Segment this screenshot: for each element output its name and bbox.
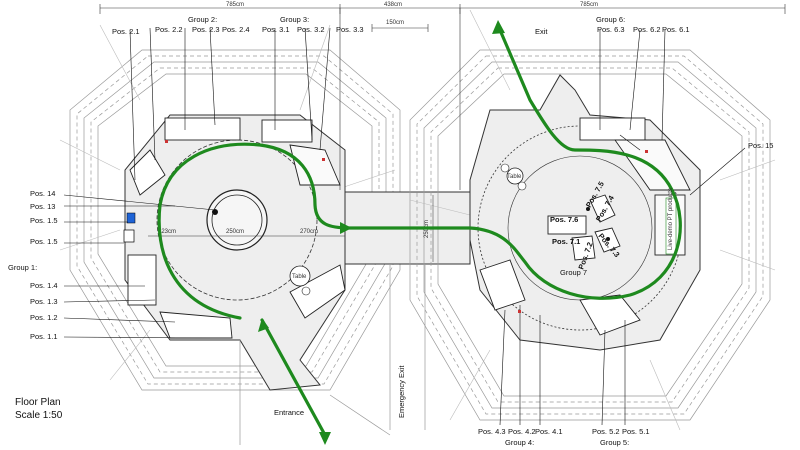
pos-7-6: Pos. 7.6 xyxy=(550,215,578,224)
group1-label: Group 1: xyxy=(8,263,37,272)
dim-corridor-width: 150cm xyxy=(386,20,404,26)
top-dimension-lines xyxy=(99,4,786,190)
left-box-item xyxy=(123,229,135,243)
pos-5-1: Pos. 5.1 xyxy=(622,427,650,436)
pos-13: Pos. 13 xyxy=(30,202,55,211)
floor-plan-scale: Scale 1:50 xyxy=(15,410,63,421)
left-leader-lines xyxy=(63,27,331,339)
group4-label: Group 4: xyxy=(505,438,534,447)
group6-label: Group 6: xyxy=(596,15,625,24)
floor-plan-title: Floor Plan xyxy=(15,397,61,408)
exit-label: Exit xyxy=(535,27,548,36)
dim-center-gap: 438cm xyxy=(384,2,402,8)
left-screen-item xyxy=(126,212,136,224)
left-center-dot xyxy=(212,209,218,215)
entrance-label: Entrance xyxy=(274,408,304,417)
left-column-outer xyxy=(206,189,268,251)
right-leader-lines xyxy=(499,29,746,426)
right-hall-frame-lines xyxy=(409,9,776,431)
dim-250: 250cm xyxy=(226,229,244,235)
group7-pedestals xyxy=(547,194,621,261)
right-table xyxy=(506,167,524,185)
pos-3-2: Pos. 3.2 xyxy=(297,25,325,34)
dim-270: 270cm xyxy=(300,229,318,235)
dim-223: 223cm xyxy=(158,229,176,235)
group5-label: Group 5: xyxy=(600,438,629,447)
visitor-route xyxy=(157,28,682,437)
red-markers xyxy=(165,140,648,313)
left-table xyxy=(289,265,311,287)
pos-1-5-b: Pos. 1.5 xyxy=(30,237,58,246)
pos-3-3: Pos. 3.3 xyxy=(336,25,364,34)
pos-4-2: Pos. 4.2 xyxy=(508,427,536,436)
pos-4-1: Pos. 4.1 xyxy=(535,427,563,436)
group7-label: Group 7 xyxy=(560,268,587,277)
pos-15: Pos. 15 xyxy=(748,141,773,150)
pos-2-2: Pos. 2.2 xyxy=(155,25,183,34)
left-hall-frame-lines xyxy=(59,24,396,381)
left-hall-outer-walls xyxy=(69,49,401,391)
route-arrowheads xyxy=(258,20,505,445)
right-table-chair-1 xyxy=(500,163,510,173)
right-table-chair-2 xyxy=(517,181,527,191)
group2-label: Group 2: xyxy=(188,15,217,24)
pos-3-1: Pos. 3.1 xyxy=(262,25,290,34)
group7-dot-1 xyxy=(586,207,590,211)
left-booths xyxy=(127,117,346,339)
right-table-label: Table xyxy=(507,174,522,180)
group3-label: Group 3: xyxy=(280,15,309,24)
dim-right-width: 785cm xyxy=(580,2,598,8)
pos-1-3: Pos. 1.3 xyxy=(30,297,58,306)
pos-4-3: Pos. 4.3 xyxy=(478,427,506,436)
pos-6-3: Pos. 6.3 xyxy=(597,25,625,34)
pos-6-2: Pos. 6.2 xyxy=(633,25,661,34)
pos-2-4: Pos. 2.4 xyxy=(222,25,250,34)
pos-1-1: Pos. 1.1 xyxy=(30,332,58,341)
right-hall-outer-walls xyxy=(409,49,771,421)
pos-1-5-a: Pos. 1.5 xyxy=(30,216,58,225)
pos-2-3: Pos. 2.3 xyxy=(192,25,220,34)
entry-walls xyxy=(239,265,426,445)
right-live-demo-rect xyxy=(665,197,677,255)
dim-left-width: 785cm xyxy=(226,2,244,8)
pos-7-1: Pos. 7.1 xyxy=(552,237,580,246)
pos-1-2: Pos. 1.2 xyxy=(30,313,58,322)
live-demo-label: Live-demo PT products xyxy=(668,188,674,250)
left-column-inner xyxy=(211,194,263,246)
left-central-ring xyxy=(156,139,318,301)
group7-dot-2 xyxy=(606,237,610,241)
emergency-exit-label: Emergency Exit xyxy=(397,365,406,418)
pos-2-1: Pos. 2.1 xyxy=(112,27,140,36)
pos-1-4: Pos. 1.4 xyxy=(30,281,58,290)
left-table-chair xyxy=(301,286,311,296)
left-table-label: Table xyxy=(292,274,307,280)
pos-6-1: Pos. 6.1 xyxy=(662,25,690,34)
pos-5-2: Pos. 5.2 xyxy=(592,427,620,436)
pos-14: Pos. 14 xyxy=(30,189,55,198)
